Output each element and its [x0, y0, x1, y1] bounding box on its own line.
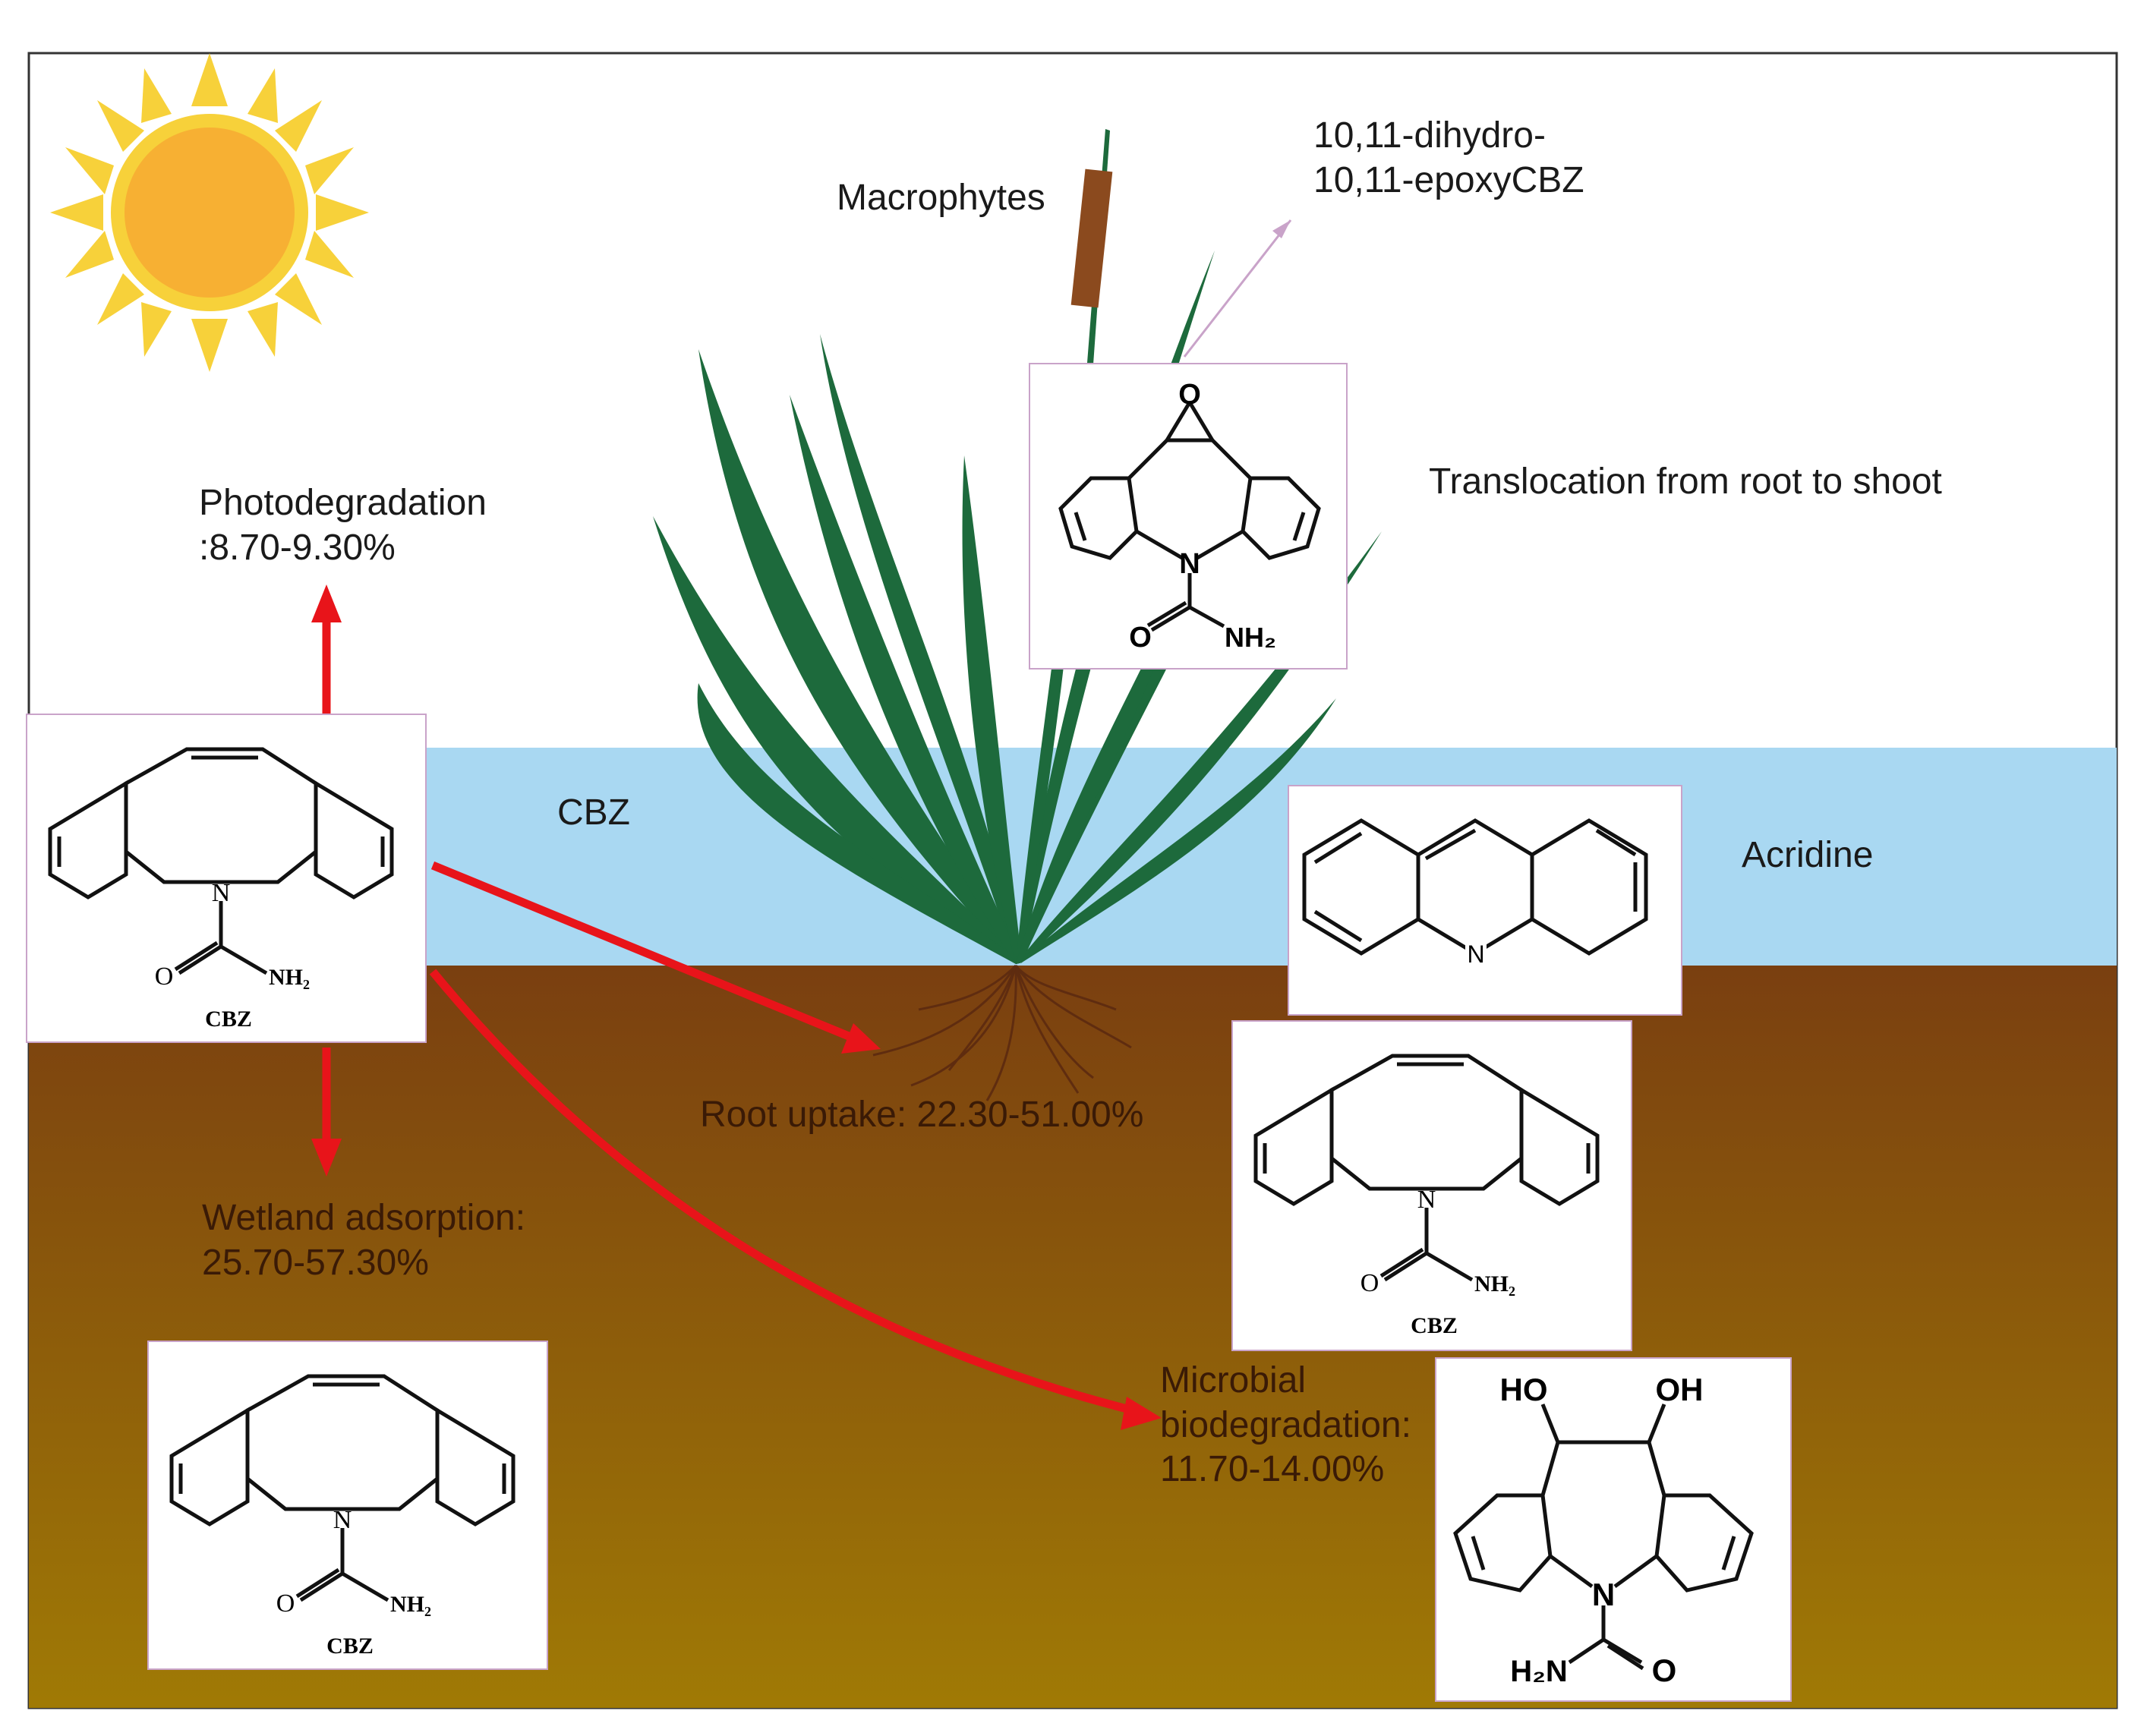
epoxy-o-ring: O: [1178, 379, 1201, 411]
cbz-structure-soil: N O NH₂ CBZ: [147, 1341, 548, 1670]
arrowhead-down: [311, 1139, 342, 1177]
diol-o: O: [1652, 1653, 1677, 1688]
root-system: [872, 964, 1132, 1101]
epoxy-name-label: 10,11-dihydro- 10,11-epoxyCBZ: [1313, 114, 1584, 203]
cbz-main-nh2: NH₂: [269, 965, 310, 990]
arrow-microbial: [429, 969, 1140, 1416]
photodegradation-label: Photodegradation :8.70-9.30%: [199, 481, 487, 570]
acridine-structure: N: [1288, 785, 1682, 1016]
epoxy-pointer-head: [1272, 220, 1291, 238]
microbial-label: Microbial biodegradation: 11.70-14.00%: [1160, 1359, 1411, 1492]
arrowhead-microbial: [1121, 1397, 1162, 1430]
cbz-structure-main: N O NH₂ CBZ: [26, 714, 427, 1043]
epoxy-o: O: [1129, 622, 1152, 654]
cbz-right-nh2: NH₂: [1474, 1271, 1515, 1296]
microbial-line2: biodegradation:: [1160, 1404, 1411, 1445]
cbz-water-label: CBZ: [557, 792, 630, 833]
diol-oh: OH: [1656, 1372, 1704, 1407]
acridine-label: Acridine: [1742, 835, 1874, 875]
epoxy-nh2: NH₂: [1225, 622, 1276, 653]
cbz-main-caption: CBZ: [205, 1007, 252, 1032]
epoxy-pointer-line: [1183, 219, 1292, 358]
cbz-right-o: O: [1360, 1269, 1379, 1297]
wetland-line1: Wetland adsorption:: [202, 1198, 526, 1238]
cbz-soil-caption: CBZ: [326, 1634, 374, 1659]
epoxy-name-line2: 10,11-epoxyCBZ: [1313, 159, 1584, 200]
diol-n: N: [1592, 1577, 1615, 1612]
diol-ho: HO: [1500, 1372, 1548, 1407]
cbz-right-n: N: [1417, 1186, 1436, 1214]
photodegradation-line1: Photodegradation: [199, 483, 487, 523]
arrow-root-uptake: [430, 861, 860, 1044]
epoxy-cbz-structure: O N O NH₂: [1029, 363, 1348, 670]
macrophytes-label: Macrophytes: [837, 178, 1045, 218]
epoxy-name-line1: 10,11-dihydro-: [1313, 115, 1546, 156]
microbial-line1: Microbial: [1160, 1360, 1307, 1400]
wetland-adsorption-label: Wetland adsorption: 25.70-57.30%: [202, 1196, 525, 1285]
cbz-right-caption: CBZ: [1411, 1313, 1458, 1338]
cbz-soil-n: N: [333, 1506, 352, 1534]
sun-icon: [50, 53, 369, 372]
arrow-heads: [311, 584, 1162, 1430]
wetland-line2: 25.70-57.30%: [202, 1242, 429, 1283]
acridine-n: N: [1467, 940, 1484, 968]
diol-cbz-structure: HO OH N H₂N O: [1435, 1357, 1792, 1702]
arrowhead-up: [311, 584, 342, 622]
photodegradation-line2: :8.70-9.30%: [199, 527, 396, 568]
cattail-icon: [1070, 129, 1113, 364]
cbz-main-o: O: [155, 963, 174, 991]
cbz-soil-nh2: NH₂: [390, 1592, 431, 1617]
epoxy-n: N: [1179, 548, 1200, 580]
pathway-arrows: [322, 607, 1140, 1416]
translocation-label: Translocation from root to shoot: [1429, 462, 1942, 502]
root-uptake-label: Root uptake: 22.30-51.00%: [700, 1095, 1144, 1135]
cbz-main-n: N: [212, 879, 231, 907]
microbial-line3: 11.70-14.00%: [1160, 1449, 1385, 1490]
diol-h2n: H₂N: [1510, 1655, 1568, 1688]
cbz-soil-o: O: [276, 1589, 295, 1618]
arrowhead-root: [841, 1023, 881, 1054]
cbz-structure-right: N O NH₂ CBZ: [1231, 1020, 1632, 1351]
